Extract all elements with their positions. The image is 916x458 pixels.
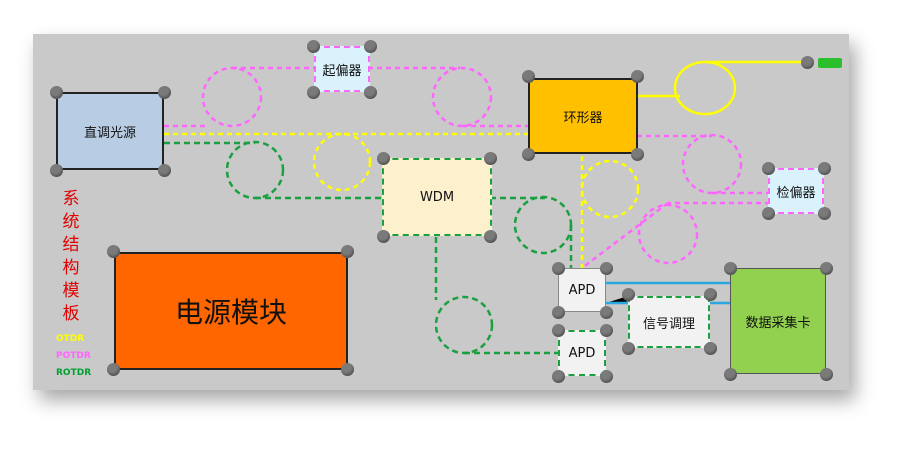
apd-label-1: APD [568, 282, 596, 298]
otdr-path [164, 132, 640, 268]
potdr-path [164, 66, 770, 269]
daq-card-label: 数据采集卡 [745, 315, 811, 331]
rotdr-path [164, 140, 573, 355]
polarizer-block: 起偏器 [314, 46, 370, 92]
fiber-connector [818, 58, 842, 68]
fiber-coil [637, 60, 812, 116]
legend-otdr: OTDR [56, 334, 85, 344]
power-module-label: 电源模块 [174, 296, 287, 329]
analyzer-label: 检偏器 [776, 185, 816, 201]
signal-conditioning-block: 信号调理 [628, 296, 710, 348]
daq-card-block: 数据采集卡 [730, 268, 826, 374]
legend-potdr: POTDR [56, 351, 91, 361]
circulator-label: 环形器 [563, 110, 603, 126]
wdm-block: WDM [382, 158, 492, 236]
apd-label-2: APD [568, 345, 596, 361]
wdm-label: WDM [419, 189, 455, 205]
power-module-block: 电源模块 [114, 252, 348, 370]
laser-source-block: 直调光源 [56, 92, 164, 170]
circulator-block: 环形器 [528, 78, 638, 154]
diagram-title: 系统结构模板 [62, 189, 80, 324]
polarizer-label: 起偏器 [322, 63, 362, 79]
signal-conditioning-label: 信号调理 [642, 316, 695, 332]
analyzer-block: 检偏器 [768, 168, 824, 214]
apd-block-2: APD [558, 330, 606, 376]
legend-rotdr: ROTDR [56, 368, 92, 378]
laser-source-label: 直调光源 [83, 125, 136, 141]
apd-block-1: APD [558, 268, 606, 312]
